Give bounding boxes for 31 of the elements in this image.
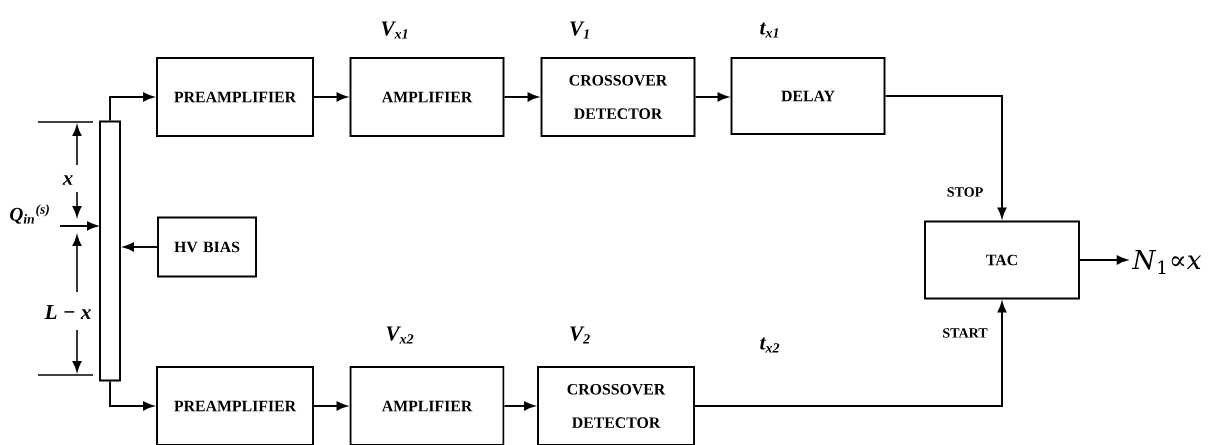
arrow <box>694 92 728 102</box>
process-box: CROSSOVER DETECTOR <box>537 366 695 445</box>
process-box: PREAMPLIFIER <box>156 366 314 445</box>
process-box: DELAY <box>730 57 886 135</box>
process-box: PREAMPLIFIER <box>156 57 314 137</box>
input-label: Q$_{in}$(s) <box>10 204 49 224</box>
arrow <box>123 242 158 252</box>
process-box: CROSSOVER DETECTOR <box>540 57 696 137</box>
signal-label: V$_{2}$ <box>570 326 590 344</box>
arrow <box>884 95 1007 218</box>
process-box: HV BIAS <box>157 216 257 278</box>
process-box: AMPLIFIER <box>349 366 505 445</box>
process-box: TAC <box>924 220 1080 300</box>
signal-label: V$_{x2}$ <box>386 326 414 344</box>
arrow <box>313 401 347 411</box>
arrow <box>1079 255 1127 265</box>
arrow <box>313 92 347 102</box>
arrow <box>109 92 154 122</box>
arrow <box>109 380 154 411</box>
arrow <box>503 401 535 411</box>
output-label: N$_{1}$∝x <box>1131 249 1202 275</box>
signal-label: t$_{x2}$ <box>760 337 780 353</box>
detector-bar <box>99 120 121 382</box>
arrow <box>59 221 98 231</box>
arrow <box>503 92 538 102</box>
edge-label: START <box>943 328 988 338</box>
edge-label: STOP <box>947 187 983 197</box>
arrow <box>694 302 1007 407</box>
process-box: AMPLIFIER <box>349 57 505 137</box>
signal-label: t$_{x1}$ <box>760 22 779 38</box>
signal-label: x <box>62 175 73 185</box>
